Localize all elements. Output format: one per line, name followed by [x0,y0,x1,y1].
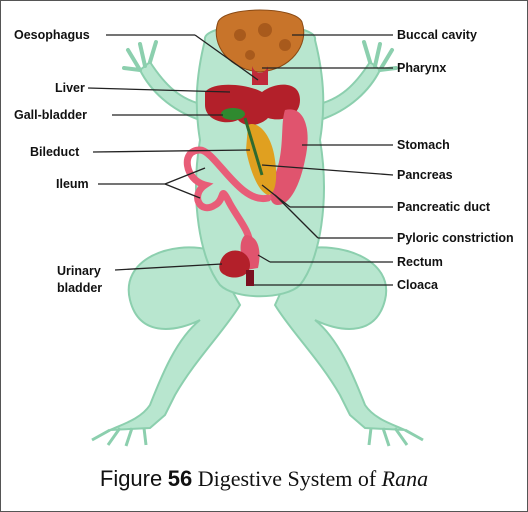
label-urinary-bladder-line1: Urinary [57,264,101,278]
caption-figure-number: 56 [168,466,192,491]
caption-figure-word: Figure [100,466,162,491]
label-pyloric-constriction: Pyloric constriction [397,231,514,245]
label-ileum: Ileum [56,177,89,191]
caption-genus: Rana [382,466,428,491]
label-cloaca: Cloaca [397,278,439,292]
label-pancreas: Pancreas [397,168,453,182]
label-buccal-cavity: Buccal cavity [397,28,477,42]
frog-body [92,25,423,446]
label-gall-bladder: Gall-bladder [14,108,87,122]
label-pharynx: Pharynx [397,61,446,75]
label-pancreatic-duct: Pancreatic duct [397,200,491,214]
caption-text: Digestive System of [198,466,376,491]
label-oesophagus: Oesophagus [14,28,90,42]
label-stomach: Stomach [397,138,450,152]
gall-bladder-shape [221,108,245,120]
cloaca-shape [246,270,254,286]
label-urinary-bladder-line2: bladder [57,281,102,295]
label-bileduct: Bileduct [30,145,80,159]
figure-caption: Figure 56 Digestive System of Rana [0,466,528,492]
rana-digestive-diagram: Oesophagus Liver Gall-bladder Bileduct I… [0,0,528,470]
label-rectum: Rectum [397,255,443,269]
label-liver: Liver [55,81,85,95]
